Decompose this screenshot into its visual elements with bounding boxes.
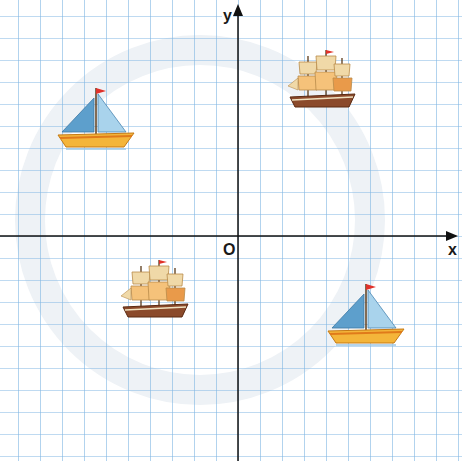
tall-ship — [121, 260, 188, 317]
y-arrow — [233, 4, 243, 16]
x-arrow — [446, 231, 458, 241]
sailboat — [328, 284, 404, 345]
axis-label: y — [222, 8, 233, 24]
sailboat — [58, 88, 134, 149]
origin-label: O — [222, 242, 236, 258]
axes — [0, 8, 452, 461]
tall-ship — [288, 50, 355, 107]
axis-label: x — [447, 242, 458, 258]
